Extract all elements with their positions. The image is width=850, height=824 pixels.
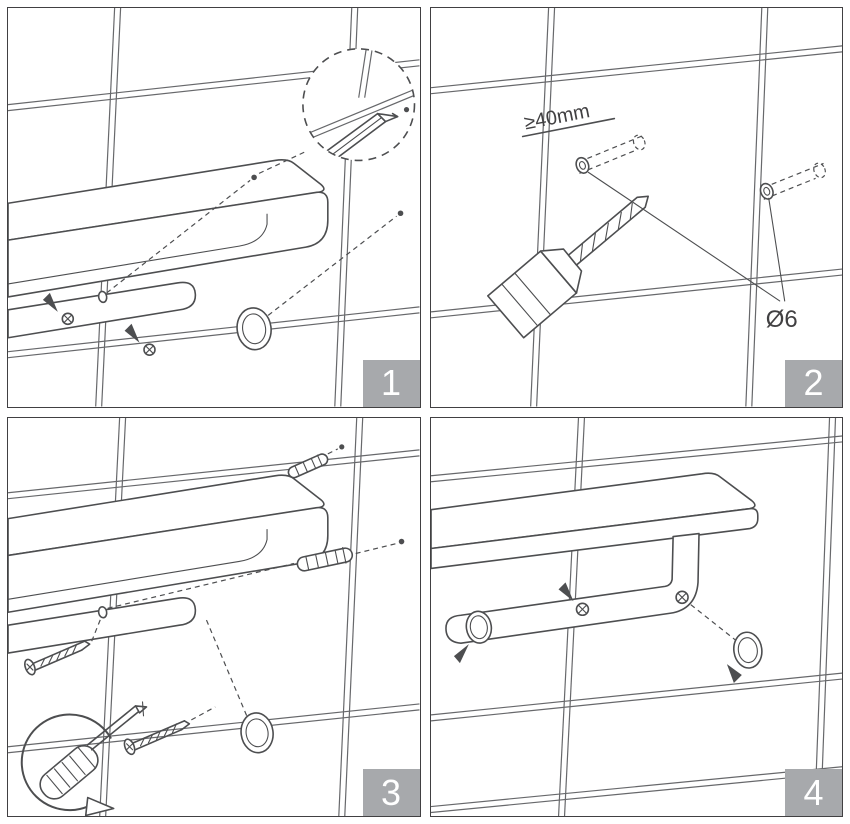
cover-cap-icon	[236, 307, 272, 351]
min-depth-callout: ≥40mm	[521, 100, 615, 138]
step-1-illustration	[8, 8, 420, 407]
step-2-panel: ≥40mm	[429, 7, 843, 408]
rotation-arrow-head	[84, 796, 115, 816]
marking-dot-detail	[403, 107, 410, 113]
rotation-arrow-icon	[20, 713, 112, 811]
step-3-badge: 3	[362, 769, 420, 816]
leader-dash-left	[106, 179, 251, 294]
cover-cap-icon-left	[465, 610, 492, 644]
drill-icon	[486, 195, 649, 339]
leader-dash-right	[260, 215, 397, 322]
mounting-hole	[97, 290, 108, 304]
drill-collar	[539, 248, 582, 294]
step-1-panel: 1	[7, 7, 421, 408]
pointer-arrow-icon	[453, 643, 469, 663]
screw-icon-upper	[24, 615, 103, 675]
pointer-arrow-icon	[124, 323, 140, 343]
shelf-front-edge	[430, 507, 759, 569]
pointer-arrow-icon	[558, 581, 573, 601]
cover-cap-icon	[204, 616, 274, 753]
step-2-number: 2	[803, 362, 824, 403]
drill-bit-flutes	[579, 202, 633, 262]
screwdriver-shaft	[86, 704, 141, 751]
shelf-unit	[8, 159, 329, 339]
mounting-hole	[97, 605, 108, 619]
step-1-number: 1	[380, 362, 402, 403]
shelf-slot-line	[8, 213, 268, 285]
paper-rail-bar	[8, 281, 197, 339]
drilled-hole-right	[759, 162, 826, 200]
screwdriver-handle	[39, 744, 99, 800]
tile-grid	[430, 8, 842, 407]
step-4-illustration	[430, 417, 842, 816]
cap-alignment-dash	[688, 602, 737, 642]
hole-diameter-label: Ø6	[765, 306, 797, 333]
marking-dot-left	[251, 174, 257, 181]
screwdriver-icon	[20, 700, 148, 816]
screw-head-lower	[143, 343, 156, 356]
drill-bit	[567, 195, 649, 266]
min-depth-underline	[521, 117, 615, 138]
screw-lower-dash	[191, 705, 216, 720]
step-3-number: 3	[380, 771, 402, 813]
step-4-badge: 4	[785, 769, 842, 816]
wall-plug-icon-upper	[287, 443, 345, 478]
step-3-illustration	[8, 417, 420, 816]
wall-plug-icon-lower	[107, 538, 405, 609]
marking-dot-right	[397, 210, 404, 217]
hole-diameter-callout: Ø6	[587, 171, 797, 333]
step-1-badge: 1	[362, 359, 420, 407]
screw-head-right	[674, 590, 689, 604]
paper-rail-bar	[8, 596, 197, 654]
step-4-panel: 4	[429, 416, 843, 817]
step-2-illustration: ≥40mm	[430, 8, 842, 407]
drilled-hole-left	[574, 134, 646, 174]
detail-magnifier	[302, 48, 416, 162]
screw-icon-lower	[123, 719, 191, 755]
shelf-unit	[8, 473, 329, 654]
step-2-badge: 2	[785, 359, 842, 407]
screw-head-left	[61, 312, 75, 326]
cover-cap-icon-right	[732, 630, 763, 669]
shelf-unit	[430, 471, 759, 644]
step-3-panel: 3	[7, 416, 421, 817]
screw-head-top	[575, 602, 589, 616]
paper-rail-bar	[444, 532, 700, 644]
step-4-number: 4	[803, 771, 824, 813]
tile-grid	[430, 417, 842, 816]
pointer-arrow-icon	[42, 292, 58, 312]
shelf-slot-line	[8, 528, 268, 600]
magnifier-circle	[302, 48, 416, 162]
pointer-arrow-icon	[726, 663, 742, 683]
marking-guides	[97, 150, 404, 322]
